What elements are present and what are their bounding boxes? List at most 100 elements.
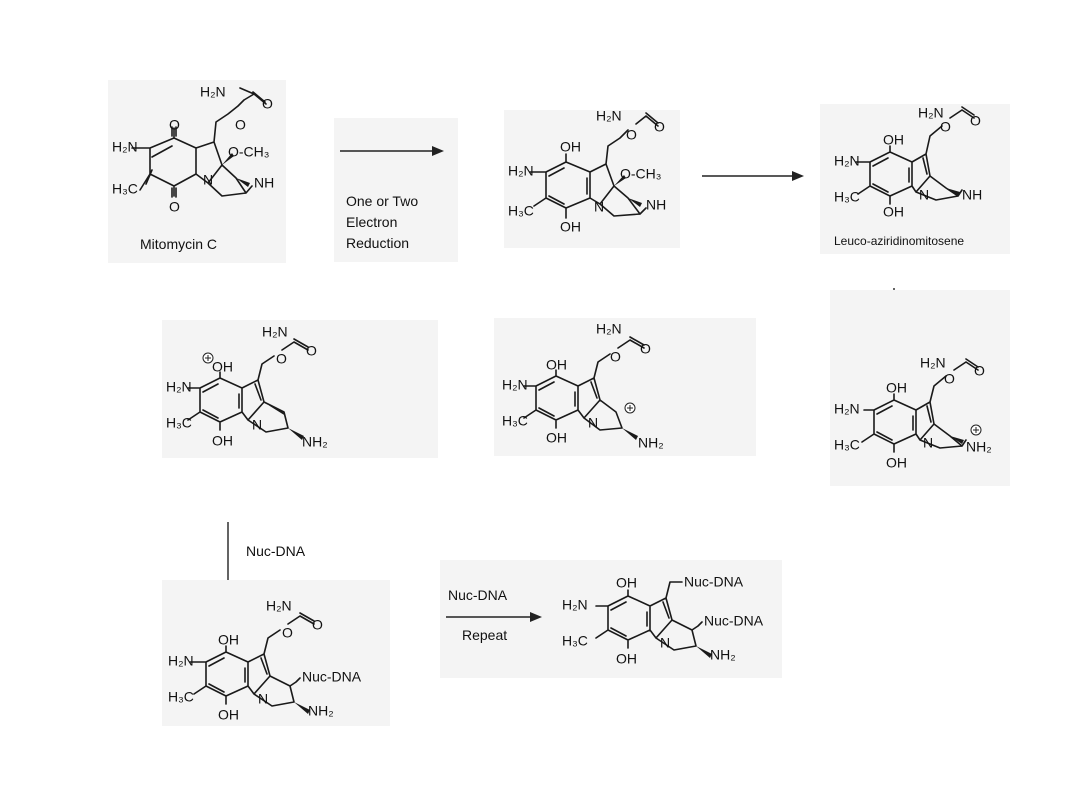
atom-o-link: O: [626, 127, 637, 143]
panel: [440, 560, 782, 678]
panel: [162, 580, 390, 726]
arrow-head: [792, 171, 804, 181]
skeleton-bonds: [861, 358, 979, 453]
atom-nh2: NH₂: [302, 434, 328, 450]
atom-o-carbonyl: O: [312, 617, 323, 633]
atom-oh-top: OH: [546, 357, 567, 373]
arrow-repeat: Nuc-DNA Repeat: [440, 560, 782, 678]
atom-o-link: O: [610, 349, 621, 365]
atom-h2n-ring: H₂N: [112, 139, 138, 155]
atom-oh-bottom: OH: [883, 204, 904, 220]
panel: [334, 118, 458, 262]
atom-o-link: O: [235, 117, 246, 133]
amine-wedge: [696, 646, 712, 658]
atom-h3c: H₃C: [168, 689, 194, 705]
atom-o-carbonyl: O: [640, 341, 651, 357]
atom-h2n-ring: H₂N: [562, 597, 588, 613]
atom-nuc-dna-ring: Nuc-DNA: [704, 613, 764, 629]
atom-h2n-carbamate: H₂N: [918, 105, 944, 121]
panel: [830, 290, 1010, 486]
atom-h2n-ring: H₂N: [502, 377, 528, 393]
atom-o-link: O: [276, 351, 287, 367]
aziridine-wedge: [946, 188, 960, 196]
aziridine-wedge: [236, 178, 250, 187]
arrow-to-leuco: [702, 171, 804, 181]
methoxy-wedge: [222, 153, 234, 165]
atom-nh: NH: [962, 187, 982, 203]
compound-mono-adduct: H₂N O O OH OH H₂N H₃C N NH₂ Nuc-DNA: [162, 580, 390, 726]
atom-n-ring: N: [258, 691, 268, 707]
aziridine-wedge: [628, 198, 642, 207]
atom-oh-top: OH: [616, 575, 637, 591]
atom-o-link: O: [944, 371, 955, 387]
label-line-3: Reduction: [346, 235, 409, 251]
atom-o-carbonyl: O: [974, 363, 985, 379]
atom-oh-bottom: OH: [218, 707, 239, 723]
positive-charge-icon: [970, 424, 982, 436]
atom-nh: NH: [254, 175, 274, 191]
positive-charge-icon: [624, 402, 636, 414]
atom-n-ring: N: [594, 199, 604, 215]
atom-n-ring: N: [919, 187, 929, 203]
atom-h2n-carbamate: H₂N: [596, 108, 622, 124]
atom-o-link: O: [282, 625, 293, 641]
arrow-reduction: One or Two Electron Reduction: [334, 118, 458, 262]
atom-nh2: NH₂: [966, 439, 992, 455]
compound-hydroquinone: H₂N O O OH OH H₂N H₃C O-CH₃ N NH: [504, 108, 680, 248]
atom-oh-top: OH: [218, 632, 239, 648]
atom-oh-top: OH: [560, 139, 581, 155]
atom-methoxy: O-CH₃: [620, 166, 661, 182]
atom-n-ring: N: [660, 635, 670, 651]
label-nuc-dna: Nuc-DNA: [246, 543, 306, 559]
atom-nh2: NH₂: [638, 435, 664, 451]
aziridine-wedge: [950, 436, 964, 444]
atom-h3c: H₃C: [166, 415, 192, 431]
atom-h3c: H₃C: [112, 181, 138, 197]
positive-charge-icon: [202, 352, 214, 364]
compound-mitomycin-c: H₂N O O O O H₂N H₃C O-CH₃ N NH Mitomycin…: [108, 80, 286, 263]
atom-o-carbonyl: O: [306, 343, 317, 359]
compound-leuco-aziridinomitosene: H₂N O O OH OH H₂N H₃C N NH Leuco-aziridi…: [820, 104, 1010, 254]
atom-nuc-dna-top: Nuc-DNA: [684, 574, 744, 590]
methyl-bond: [139, 173, 151, 191]
panel: [108, 80, 286, 263]
atom-h2n-carbamate: H₂N: [266, 598, 292, 614]
atom-oh-top: OH: [886, 380, 907, 396]
compound-cross-link: OH OH H₂N H₃C N NH₂ Nuc-DNA Nuc-DNA: [562, 574, 764, 667]
compound-aziridinium: H₂N O O OH OH H₂N H₃C N NH₂: [830, 290, 1010, 486]
atom-oh-bottom: OH: [560, 219, 581, 235]
atom-h3c: H₃C: [834, 189, 860, 205]
label-line-1: One or Two: [346, 193, 418, 209]
atom-n-ring: N: [203, 172, 213, 188]
atom-h2n-ring: H₂N: [168, 653, 194, 669]
atom-o-carbonyl: O: [654, 119, 665, 135]
panel: [494, 318, 756, 456]
atom-nuc-dna: Nuc-DNA: [302, 669, 362, 685]
atom-h2n-carbamate: H₂N: [200, 84, 226, 100]
atom-o-carbonyl: O: [970, 113, 981, 129]
label-nuc-dna: Nuc-DNA: [448, 587, 508, 603]
atom-h2n-ring: H₂N: [508, 163, 534, 179]
atom-oh-bottom: OH: [546, 430, 567, 446]
amine-wedge: [622, 428, 638, 440]
label-repeat: Repeat: [462, 627, 507, 643]
atom-nh2: NH₂: [710, 647, 736, 663]
skeleton-bonds: [529, 112, 659, 219]
methoxy-wedge: [614, 175, 626, 186]
atom-o-quinone-bottom: O: [169, 199, 180, 215]
atom-o-carbonyl: O: [262, 96, 273, 112]
atom-oh-top: OH: [883, 132, 904, 148]
atom-oh-top: OH: [212, 359, 233, 375]
atom-o-quinone-top: O: [169, 117, 180, 133]
atom-h3c: H₃C: [562, 633, 588, 649]
atom-h2n-carbamate: H₂N: [596, 321, 622, 337]
label-line-2: Electron: [346, 214, 397, 230]
panel: [504, 110, 680, 248]
atom-h3c: H₃C: [834, 437, 860, 453]
atom-h2n-carbamate: H₂N: [920, 355, 946, 371]
arrow-head: [530, 612, 542, 622]
compound-label: Mitomycin C: [140, 236, 217, 252]
atom-o-link: O: [940, 119, 951, 135]
compound-resonance-form: H₂N O O OH OH H₂N H₃C N NH₂: [162, 320, 438, 458]
atom-nh2: NH₂: [308, 703, 334, 719]
